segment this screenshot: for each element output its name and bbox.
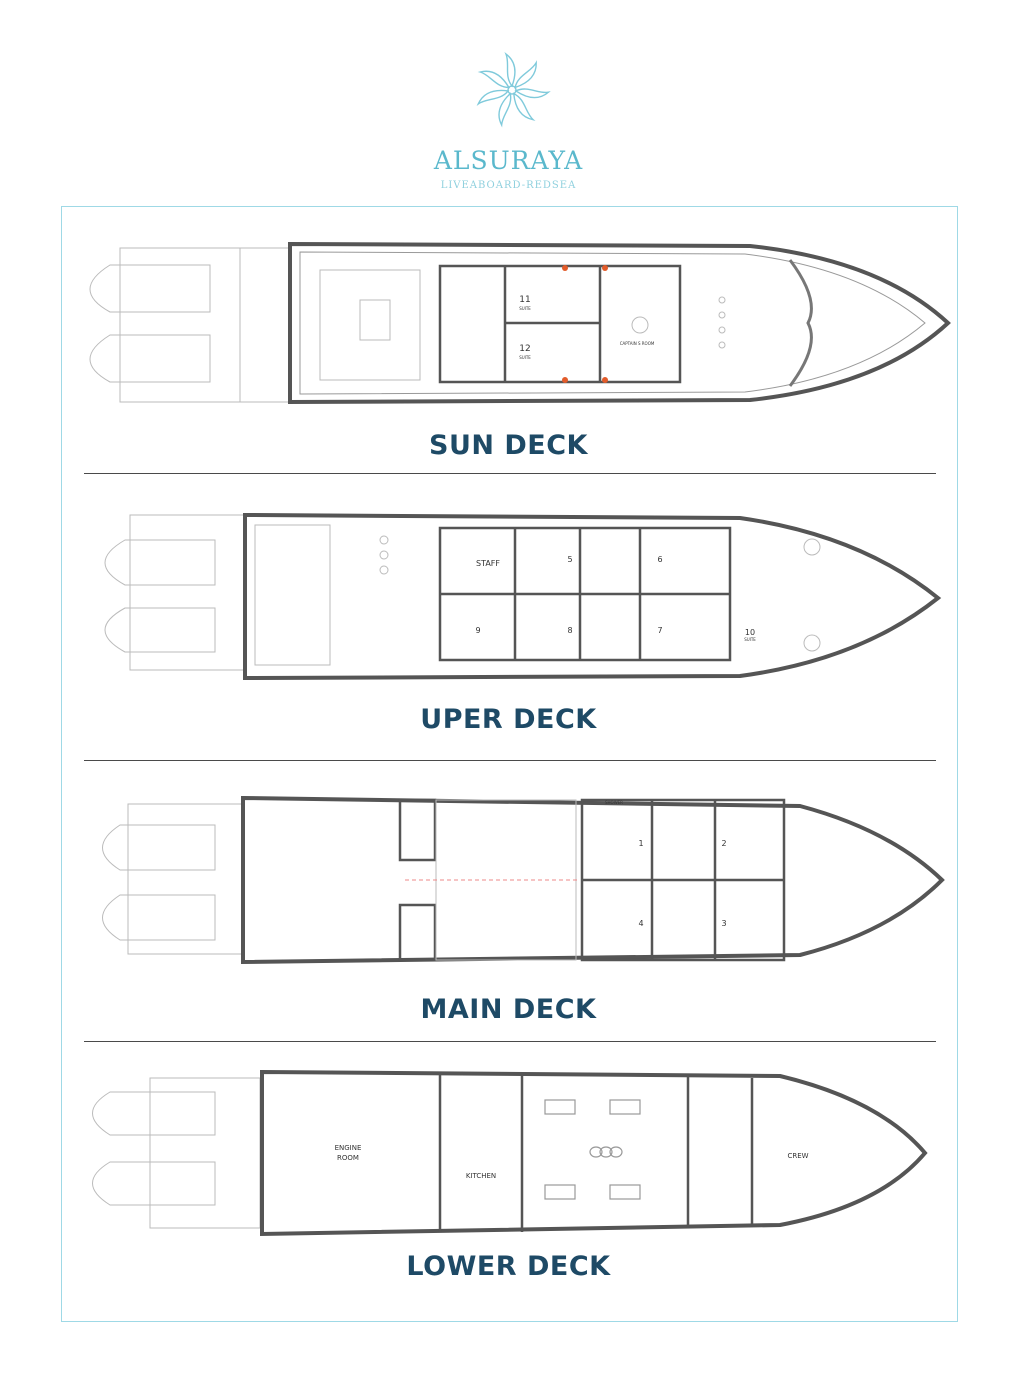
brand-name: ALSURAYA [433,146,584,175]
divider [84,473,936,474]
lower-deck-title: LOWER DECK [406,1251,611,1282]
sun-deck-plan: 11 SUITE 12 SUITE CAPTAIN S ROOM [89,241,951,405]
room-6-label: 6 [657,555,662,564]
sun-deck-title: SUN DECK [429,430,588,461]
room-2-label: 2 [721,839,726,848]
room-11-label: 11 [519,295,530,305]
staff-label: STAFF [476,559,500,568]
room-10-sub: SUITE [744,637,756,642]
plan-frame [61,206,958,1322]
room-4-label: 4 [638,919,643,928]
room-10-label: 10 [745,628,755,637]
shower-label: SHOWER [605,800,623,805]
main-deck-plan: SHOWER 1 2 4 3 [102,795,945,965]
room-7-label: 7 [657,626,662,635]
room-1-label: 1 [638,839,643,848]
room-12-sub: SUITE [519,355,531,360]
kitchen-label: KITCHEN [466,1172,496,1180]
engine-room-label-2: ROOM [337,1154,359,1162]
engine-room-label-1: ENGINE [335,1144,362,1152]
alsuraya-logo-icon [476,51,551,128]
uper-deck-plan: STAFF 5 6 9 8 7 10 SUITE [104,512,942,681]
main-deck-title: MAIN DECK [420,994,597,1025]
room-5-label: 5 [567,555,572,564]
room-9-label: 9 [475,626,480,635]
uper-deck-title: UPER DECK [420,704,597,735]
captain-room-label: CAPTAIN S ROOM [620,341,655,346]
room-3-label: 3 [721,919,726,928]
divider [84,1041,936,1042]
room-11-sub: SUITE [519,306,531,311]
room-12-label: 12 [519,344,530,354]
room-8-label: 8 [567,626,572,635]
lower-deck-plan: ENGINE ROOM KITCHEN CREW [92,1069,928,1237]
crew-label: CREW [787,1152,808,1160]
divider [84,760,936,761]
brand-tagline: LIVEABOARD-REDSEA [440,180,577,191]
